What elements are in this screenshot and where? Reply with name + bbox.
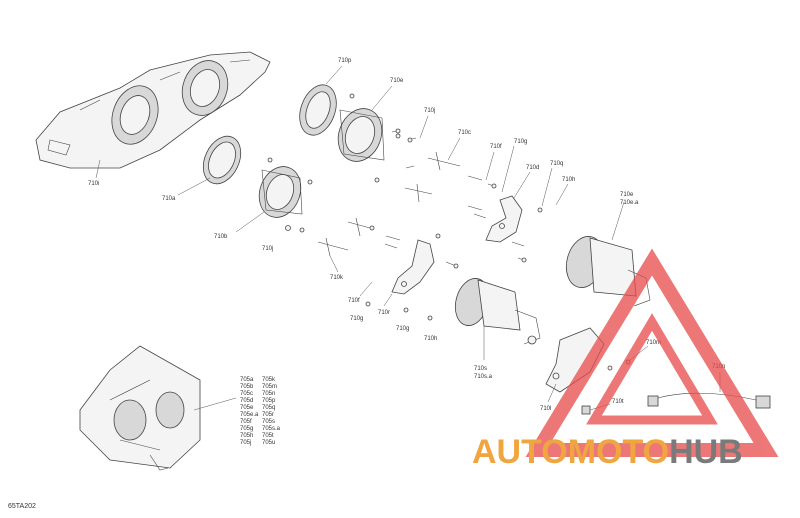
mounting-plate-r bbox=[391, 239, 435, 295]
callout-710j-a: 710j bbox=[424, 108, 435, 114]
legend-item: 705s bbox=[262, 419, 275, 425]
callout-710h-a: 710h bbox=[562, 177, 575, 183]
callout-710e: 710e bbox=[390, 78, 404, 84]
legend-item: 705n bbox=[262, 391, 275, 397]
legend-item: 705a bbox=[240, 377, 254, 383]
retaining-ring-p bbox=[299, 84, 337, 136]
callout-710f-a: 710f bbox=[490, 144, 502, 150]
legend-item: 705s.a bbox=[262, 426, 281, 432]
legend-item: 705f bbox=[240, 419, 252, 425]
callout-710g-c: 710g bbox=[396, 326, 409, 332]
callout-710s: 710s bbox=[474, 366, 487, 372]
callout-710j-b: 710j bbox=[262, 246, 273, 252]
legend-item: 705t bbox=[262, 433, 274, 439]
headlamp-unit-e bbox=[565, 236, 651, 307]
legend-item: 705j bbox=[240, 440, 251, 446]
callout-710c: 710c bbox=[458, 130, 471, 136]
legend-item: 705d bbox=[240, 398, 253, 404]
legend-item: 705g bbox=[240, 426, 253, 432]
callout-710p: 710p bbox=[338, 58, 352, 64]
watermark-part2: HUB bbox=[669, 433, 743, 471]
callout-710t: 710t bbox=[612, 399, 624, 405]
legend-item: 705e.a bbox=[240, 412, 259, 418]
callout-710e-main: 710e bbox=[620, 192, 634, 198]
legend-item: 705q bbox=[262, 405, 275, 411]
callout-710b: 710b bbox=[214, 234, 228, 240]
fastener-set-middle bbox=[317, 205, 527, 269]
legend-item: 705h bbox=[240, 433, 253, 439]
watermark-part1: AUTOMOTO bbox=[472, 433, 670, 471]
legend-item: 705u bbox=[262, 440, 275, 446]
legend-item: 705p bbox=[262, 398, 276, 404]
legend-item: 705b bbox=[240, 384, 254, 390]
watermark-triangle-icon bbox=[525, 248, 779, 457]
callout-710a: 710a bbox=[162, 196, 176, 202]
callout-710r: 710r bbox=[378, 310, 390, 316]
callout-710g-b: 710g bbox=[350, 316, 363, 322]
callout-710m: 710m bbox=[646, 340, 661, 346]
mounting-plate-d bbox=[485, 195, 523, 243]
lamp-bracket-b bbox=[258, 166, 303, 218]
parts-legend: 705a 705b 705c 705d 705e 705e.a 705f 705… bbox=[240, 377, 281, 446]
figure-code: 65TA202 bbox=[8, 503, 36, 510]
retaining-ring-a bbox=[202, 135, 242, 185]
callout-710s-a: 710s.a bbox=[474, 374, 493, 380]
watermark-logo: AUTOMOTOHUB bbox=[472, 433, 743, 472]
callout-710e-a: 710e.a bbox=[620, 200, 639, 206]
callout-710i: 710i bbox=[88, 181, 99, 187]
fastener-set-upper bbox=[391, 128, 497, 203]
legend-item: 705m bbox=[262, 384, 277, 390]
lamp-bracket-e bbox=[337, 108, 385, 162]
legend-item: 705c bbox=[240, 391, 253, 397]
assembled-headlamp-view bbox=[79, 345, 201, 471]
legend-item: 705r bbox=[262, 412, 274, 418]
callout-710g-a: 710g bbox=[514, 139, 527, 145]
callout-710h-b: 710h bbox=[424, 336, 437, 342]
headlamp-unit-s bbox=[454, 278, 541, 345]
callout-710l: 710l bbox=[540, 406, 551, 412]
callout-710k: 710k bbox=[330, 275, 344, 281]
headlight-housing bbox=[35, 51, 271, 169]
callout-710f-b: 710f bbox=[348, 298, 360, 304]
legend-item: 705e bbox=[240, 405, 254, 411]
callout-710d: 710d bbox=[526, 165, 539, 171]
callout-710q: 710q bbox=[550, 161, 563, 167]
legend-item: 705k bbox=[262, 377, 276, 383]
